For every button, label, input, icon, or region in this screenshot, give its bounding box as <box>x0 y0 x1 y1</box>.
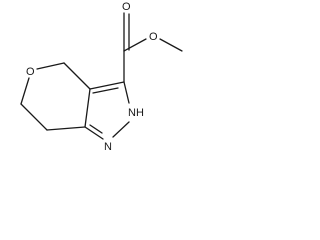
bond-c3-c3a <box>89 81 125 90</box>
molecule-diagram: O O O NH N <box>20 1 183 153</box>
bond-n2-n1 <box>112 121 130 138</box>
ring-nitrogen-label: N <box>104 141 112 153</box>
bond-o5-c6 <box>20 77 30 105</box>
nh-label: NH <box>128 107 144 119</box>
bond-n1-c7a-inner <box>89 124 103 134</box>
carbonyl-oxygen-label: O <box>122 1 131 13</box>
bond-c6-c7 <box>20 103 48 131</box>
bond-c7a-c3a <box>84 88 91 128</box>
bond-c3-n2 <box>123 81 130 104</box>
bond-carbonyl-c-ester-o <box>123 38 147 52</box>
bond-n1-c7a <box>84 126 104 140</box>
bond-c7-c7a <box>46 126 86 131</box>
ring-oxygen-label: O <box>26 66 35 78</box>
ester-oxygen-label: O <box>149 31 158 43</box>
bond-ester-o-methyl <box>159 38 183 52</box>
bond-c4-o5 <box>36 62 65 70</box>
bond-c3a-c4 <box>63 62 91 90</box>
bond-c3-c3a-inner <box>92 87 119 94</box>
